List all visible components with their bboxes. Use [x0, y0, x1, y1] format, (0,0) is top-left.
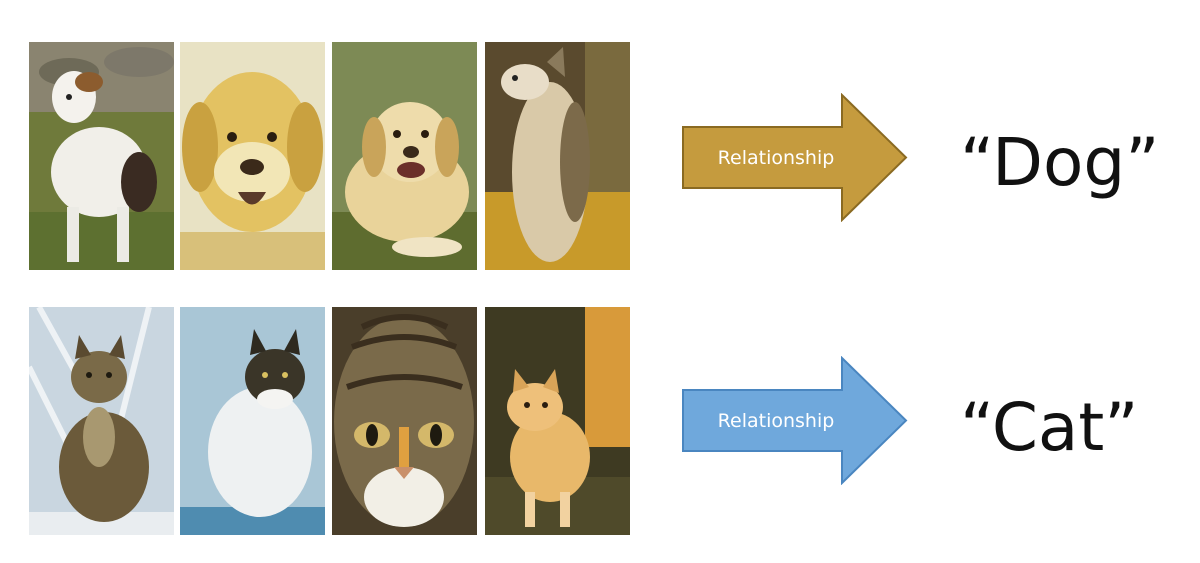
- dog-result-label: “Dog”: [960, 124, 1160, 201]
- cat-photo-1: [29, 307, 174, 535]
- dog-photo-3: [332, 42, 477, 270]
- dog-photo-2: [180, 42, 325, 270]
- cat-arrow-shape: [682, 356, 908, 485]
- dog-arrow-label: Relationship: [717, 146, 835, 169]
- dog-arrow-shape: [682, 93, 908, 222]
- cat-arrow-label: Relationship: [717, 409, 835, 432]
- cat-photo-4: [485, 307, 630, 535]
- cat-photo-3: [332, 307, 477, 535]
- dog-relationship-arrow: Relationship: [681, 93, 908, 222]
- cat-row: Relationship “Cat”: [0, 307, 1200, 537]
- cat-result-label: “Cat”: [960, 389, 1139, 466]
- cat-relationship-arrow: Relationship: [681, 356, 908, 485]
- dog-photo-4: [485, 42, 630, 270]
- dog-row: Relationship “Dog”: [0, 42, 1200, 272]
- cat-photo-2: [180, 307, 325, 535]
- dog-photo-1: [29, 42, 174, 270]
